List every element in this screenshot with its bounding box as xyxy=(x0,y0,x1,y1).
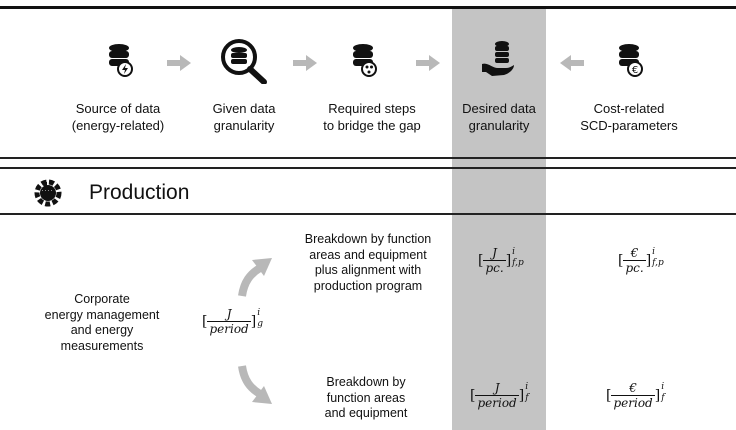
step-upper-line1: Breakdown by function xyxy=(304,232,432,246)
double-rule-top xyxy=(0,157,736,159)
desired-lower-sup: i xyxy=(525,381,529,392)
step-lower-line3: and equipment xyxy=(324,406,408,420)
svg-text:€: € xyxy=(632,65,638,76)
header-cost: Cost-related SCD-parameters xyxy=(574,100,684,134)
header-given-line1: Given data xyxy=(212,101,276,116)
header-given: Given data granularity xyxy=(194,100,294,134)
desired-upper-num: J xyxy=(483,246,506,261)
header-cost-line2: SCD-parameters xyxy=(580,118,678,133)
section-title: Production xyxy=(89,181,190,204)
header-given-line2: granularity xyxy=(213,118,275,133)
cost-lower-num: € xyxy=(611,381,655,396)
source-label: Corporate energy management and energy m… xyxy=(14,292,190,354)
desired-granularity-highlight xyxy=(452,9,546,430)
header-desired: Desired data granularity xyxy=(452,100,546,134)
given-den: period xyxy=(209,322,249,336)
cost-lower-den: period xyxy=(613,396,653,410)
header-cost-line1: Cost-related xyxy=(593,101,665,116)
step-upper-line2: areas and equipment xyxy=(309,247,427,262)
header-desired-line2: granularity xyxy=(468,118,530,133)
given-sub: g xyxy=(257,318,263,329)
desired-lower-den: period xyxy=(477,396,517,410)
database-energy-icon xyxy=(109,44,133,77)
database-network-icon xyxy=(353,44,377,77)
given-num: J xyxy=(207,307,251,322)
factory-gear-icon xyxy=(34,179,62,207)
desired-upper-sup: i xyxy=(512,246,516,257)
database-euro-icon: € xyxy=(619,44,643,77)
right-arrow-2 xyxy=(293,55,317,71)
header-desired-line1: Desired data xyxy=(462,101,536,116)
database-search-icon xyxy=(221,39,267,84)
source-line2: energy management xyxy=(44,307,160,322)
header-steps-line2: to bridge the gap xyxy=(323,118,421,133)
step-lower: Breakdown by function areas and equipmen… xyxy=(296,375,436,422)
header-steps-line1: Required steps xyxy=(328,101,416,116)
step-upper: Breakdown by function areas and equipmen… xyxy=(286,232,450,294)
left-arrow xyxy=(560,55,584,71)
source-line4: measurements xyxy=(60,338,144,353)
section-rule xyxy=(0,213,736,215)
step-upper-line3: plus alignment with xyxy=(314,263,422,277)
database-hand-icon xyxy=(482,41,514,76)
header-source: Source of data (energy-related) xyxy=(52,100,184,134)
source-line1: Corporate xyxy=(74,292,130,306)
cost-lower-sup: i xyxy=(661,381,665,392)
step-lower-line2: function areas xyxy=(326,390,406,405)
cost-upper-den: pc. xyxy=(625,261,644,275)
header-steps: Required steps to bridge the gap xyxy=(312,100,432,134)
desired-upper-den: pc. xyxy=(485,261,504,275)
header-source-line2: (energy-related) xyxy=(71,118,165,133)
step-upper-line4: production program xyxy=(313,278,423,293)
given-sup: i xyxy=(257,307,261,318)
cost-lower-sub: f xyxy=(661,392,665,403)
step-lower-line1: Breakdown by xyxy=(326,375,406,389)
top-rule xyxy=(0,6,736,9)
desired-lower-num: J xyxy=(475,381,519,396)
right-arrow-3 xyxy=(416,55,440,71)
desired-upper-sub: f,p xyxy=(512,257,524,268)
desired-lower-sub: f xyxy=(525,392,529,403)
curved-arrow-up xyxy=(238,258,272,297)
source-line3: and energy xyxy=(70,323,134,337)
cost-upper-num: € xyxy=(623,246,646,261)
right-arrow-1 xyxy=(167,55,191,71)
double-rule-bottom xyxy=(0,167,736,169)
curved-arrow-down xyxy=(238,365,272,404)
header-source-line1: Source of data xyxy=(75,101,161,116)
cost-upper-sub: f,p xyxy=(652,257,664,268)
cost-upper-sup: i xyxy=(652,246,656,257)
